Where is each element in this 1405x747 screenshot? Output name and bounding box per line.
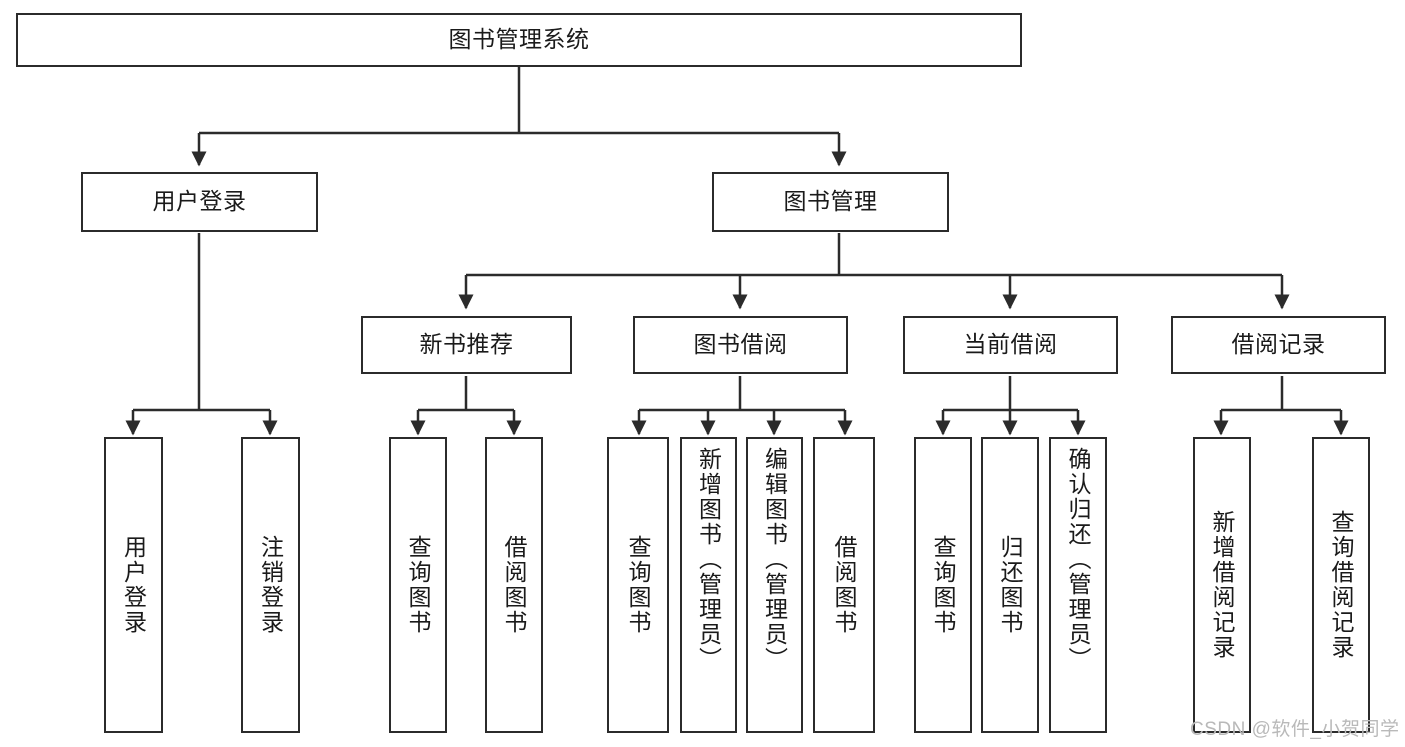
leaf-book-borrow-add-book-admin[interactable]: 新增图书（管理员）	[680, 437, 737, 733]
leaf-book-borrow-borrow-book[interactable]: 借阅图书	[813, 437, 875, 733]
node-label: 归还图书	[997, 535, 1024, 635]
node-label: 查询图书	[405, 535, 432, 635]
node-new-book-recommend[interactable]: 新书推荐	[361, 316, 572, 374]
node-label: 用户登录	[152, 188, 247, 215]
leaf-new-book-query-book[interactable]: 查询图书	[389, 437, 447, 733]
node-label: 当前借阅	[963, 331, 1058, 358]
leaf-current-borrow-query-book[interactable]: 查询图书	[914, 437, 972, 733]
node-label: 查询借阅记录	[1328, 510, 1355, 660]
node-label: 新书推荐	[419, 331, 514, 358]
leaf-borrow-record-add-record[interactable]: 新增借阅记录	[1193, 437, 1251, 733]
leaf-current-borrow-confirm-return-admin[interactable]: 确认归还（管理员）	[1049, 437, 1107, 733]
leaf-book-borrow-query-book[interactable]: 查询图书	[607, 437, 669, 733]
node-borrow-record[interactable]: 借阅记录	[1171, 316, 1386, 374]
node-label: 借阅图书	[831, 535, 858, 635]
node-label: 图书管理系统	[448, 26, 590, 53]
node-book-management[interactable]: 图书管理	[712, 172, 949, 232]
node-label: 借阅记录	[1231, 331, 1326, 358]
node-label: 查询图书	[930, 535, 957, 635]
node-current-borrow[interactable]: 当前借阅	[903, 316, 1118, 374]
node-label: 图书管理	[783, 188, 878, 215]
node-label: 注销登录	[257, 535, 284, 635]
leaf-current-borrow-return-book[interactable]: 归还图书	[981, 437, 1039, 733]
node-label: 新增图书（管理员）	[695, 447, 722, 672]
node-label: 借阅图书	[501, 535, 528, 635]
node-label: 新增借阅记录	[1209, 510, 1236, 660]
node-label: 图书借阅	[693, 331, 788, 358]
csdn-watermark: CSDN @软件_小贺同学	[1190, 719, 1400, 740]
node-label: 确认归还（管理员）	[1065, 447, 1092, 672]
node-user-login[interactable]: 用户登录	[81, 172, 318, 232]
leaf-borrow-record-query-record[interactable]: 查询借阅记录	[1312, 437, 1370, 733]
leaf-user-login-login[interactable]: 用户登录	[104, 437, 163, 733]
node-label: 编辑图书（管理员）	[761, 447, 788, 672]
node-label: 查询图书	[625, 535, 652, 635]
node-label: 用户登录	[120, 535, 147, 635]
node-book-borrow[interactable]: 图书借阅	[633, 316, 848, 374]
leaf-book-borrow-edit-book-admin[interactable]: 编辑图书（管理员）	[746, 437, 803, 733]
node-root-book-management-system[interactable]: 图书管理系统	[16, 13, 1022, 67]
leaf-new-book-borrow-book[interactable]: 借阅图书	[485, 437, 543, 733]
leaf-user-login-logout[interactable]: 注销登录	[241, 437, 300, 733]
